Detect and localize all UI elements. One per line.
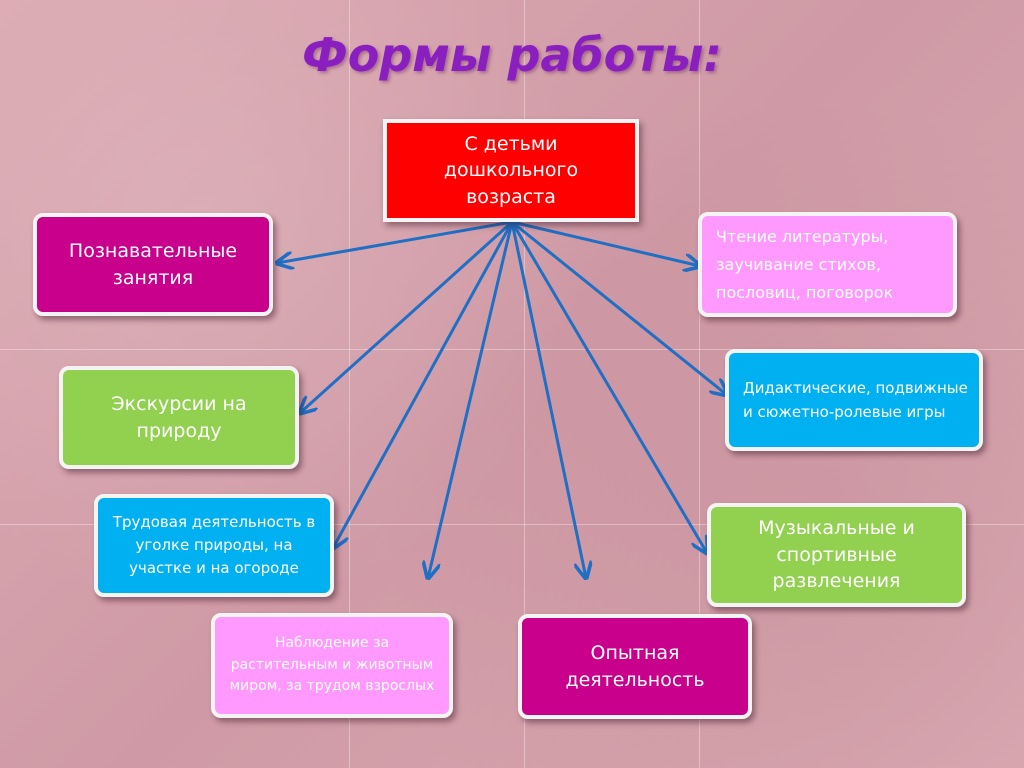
box-labor-activity: Трудовая деятельность в уголке природы, … bbox=[94, 494, 334, 597]
arrow-to-experimental bbox=[510, 221, 586, 578]
box-label: Дидактические, подвижные и сюжетно-ролев… bbox=[743, 379, 968, 421]
box-label: Опытная деятельность bbox=[565, 641, 705, 691]
box-excursions: Экскурсии на природу bbox=[59, 366, 299, 469]
arrow-to-music bbox=[510, 221, 707, 553]
box-label: Познавательные занятия bbox=[68, 239, 238, 289]
arrow-to-games bbox=[511, 220, 727, 395]
box-label: Наблюдение за растительным и животным ми… bbox=[229, 634, 435, 695]
grid-line bbox=[0, 524, 1024, 525]
box-label: Трудовая деятельность в уголке природы, … bbox=[112, 512, 316, 578]
box-label: Экскурсии на природу bbox=[111, 392, 247, 442]
box-label: Музыкальные и спортивные развлечения bbox=[758, 517, 915, 593]
box-reading-literature: Чтение литературы, заучивание стихов, по… bbox=[698, 212, 957, 317]
box-music-sports: Музыкальные и спортивные развлечения bbox=[707, 503, 966, 607]
arrow-to-excursions bbox=[300, 220, 514, 413]
center-box-label: С детьми дошкольного возраста bbox=[443, 132, 579, 208]
center-box: С детьми дошкольного возраста bbox=[383, 119, 639, 222]
box-label: Чтение литературы, заучивание стихов, по… bbox=[716, 226, 894, 302]
box-experimental-activity: Опытная деятельность bbox=[518, 614, 752, 719]
grid-line bbox=[524, 0, 525, 768]
grid-line bbox=[349, 0, 350, 768]
arrow-to-labor bbox=[333, 221, 514, 548]
box-games: Дидактические, подвижные и сюжетно-ролев… bbox=[725, 349, 983, 451]
grid-line bbox=[0, 349, 1024, 350]
box-cognitive-activities: Познавательные занятия bbox=[33, 213, 273, 316]
grid-line bbox=[699, 0, 700, 768]
arrow-to-cognitive bbox=[277, 220, 513, 263]
arrow-to-reading bbox=[511, 220, 700, 266]
slide-title: Формы работы: bbox=[302, 28, 722, 82]
box-observation: Наблюдение за растительным и животным ми… bbox=[211, 613, 453, 718]
arrow-to-observation bbox=[428, 221, 514, 578]
